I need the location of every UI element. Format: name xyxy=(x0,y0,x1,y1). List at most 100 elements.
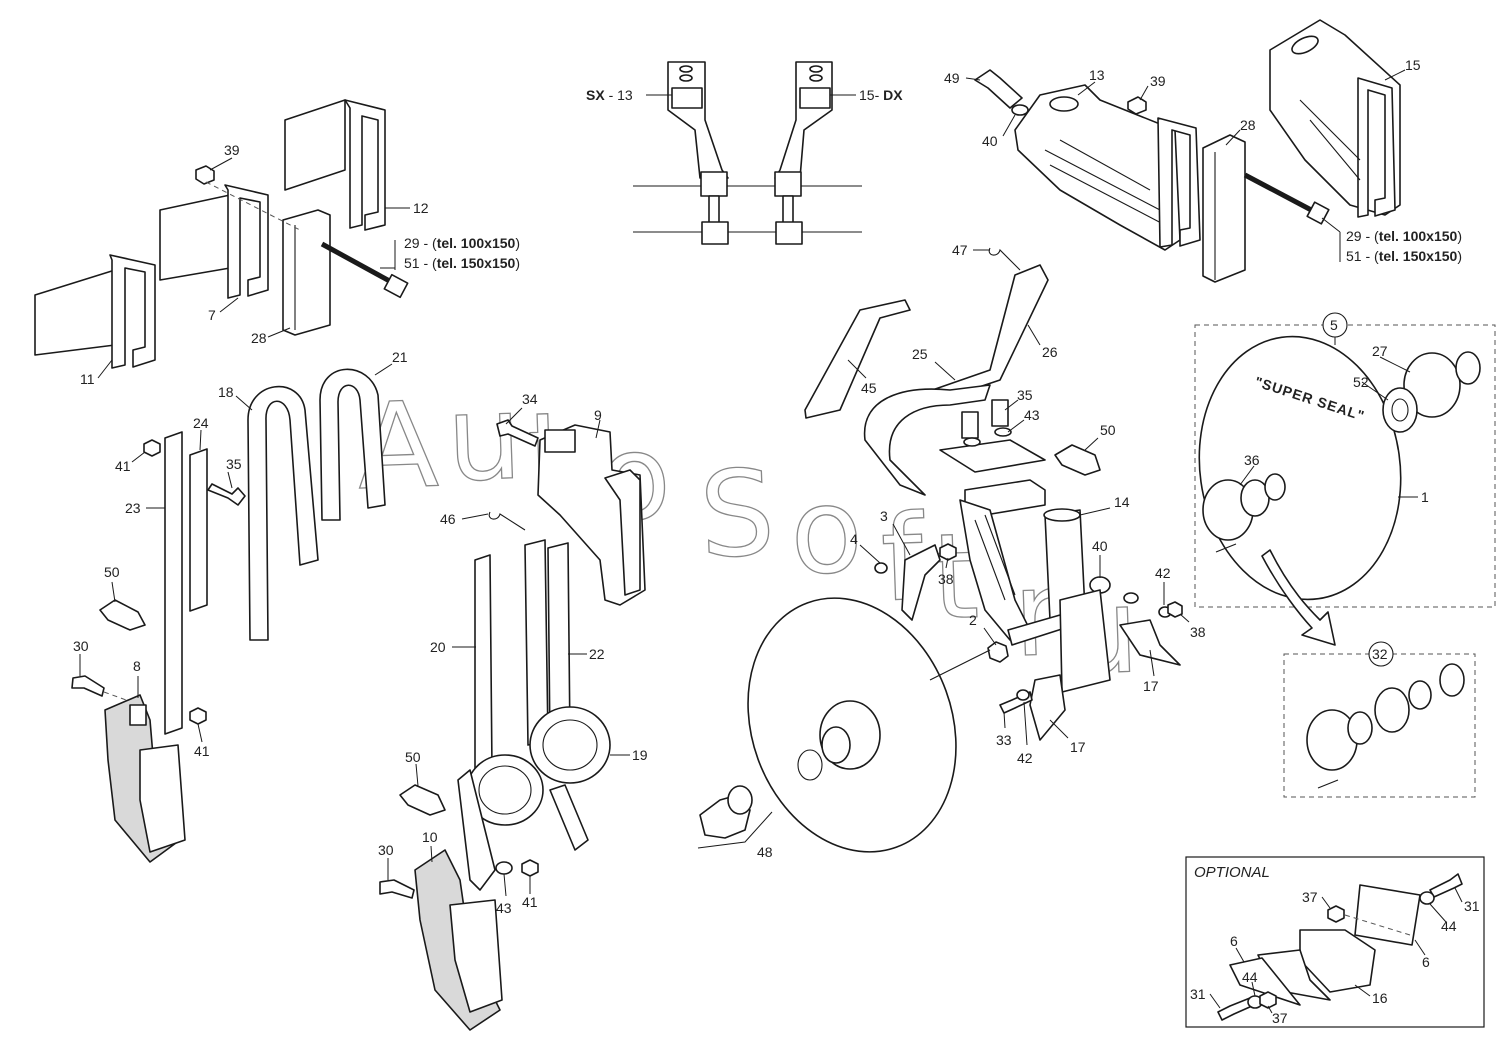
seed-boot-8-tab xyxy=(129,704,147,726)
optional-nut-37-top xyxy=(1327,905,1345,923)
callout-43: 43 xyxy=(496,900,512,916)
washer-42-a xyxy=(1123,592,1139,604)
leader-11 xyxy=(97,359,113,379)
sx-bracket-window xyxy=(671,87,703,109)
sx-label: SX - 13 xyxy=(586,87,633,103)
spring-25 xyxy=(863,384,991,496)
callout-33: 33 xyxy=(996,732,1012,748)
bracket-group-top-left xyxy=(34,99,409,369)
leader-6b xyxy=(1414,939,1426,956)
callout-16: 16 xyxy=(1372,990,1388,1006)
bolt-29-right-shank xyxy=(1243,172,1317,215)
callout-50-center: 50 xyxy=(405,749,421,765)
callout-42: 42 xyxy=(1155,565,1171,581)
callout-14: 14 xyxy=(1114,494,1130,510)
callout-28: 28 xyxy=(251,330,267,346)
callout-35: 35 xyxy=(226,456,242,472)
leader-13b xyxy=(1077,81,1096,96)
part-4-bolt xyxy=(874,562,888,574)
callout-6: 6 xyxy=(1230,933,1238,949)
tine-22-a xyxy=(524,539,549,746)
leader-lines xyxy=(79,69,1463,1014)
part-11-channel xyxy=(109,254,156,369)
optional-box: OPTIONAL xyxy=(1185,856,1485,1028)
snap-ring-32 xyxy=(1439,663,1465,697)
nut-39-left xyxy=(195,165,215,185)
nut-41-top xyxy=(143,439,161,457)
callout-6-right: 6 xyxy=(1422,954,1430,970)
leader-41b xyxy=(197,723,203,743)
tine-22-foot xyxy=(549,784,589,851)
bolt-35-right-a xyxy=(961,411,979,439)
callout-3: 3 xyxy=(880,508,888,524)
tube-14-top xyxy=(1043,508,1081,522)
pin-47 xyxy=(988,247,1021,271)
spec-right-line-2: 51 - (tel. 150x150) xyxy=(1346,248,1462,264)
bracket-group-top-right xyxy=(974,19,1401,283)
watermark-text-s: S xyxy=(697,444,777,585)
callout-37-bottom: 37 xyxy=(1272,1010,1288,1026)
leader-37a xyxy=(1321,896,1331,909)
leader-49 xyxy=(965,77,981,81)
coil-19-right-inner xyxy=(542,719,598,771)
nut-axle-2 xyxy=(987,641,1009,663)
leader-24 xyxy=(199,429,202,451)
optional-plate-6-right xyxy=(1354,884,1421,946)
leader-18 xyxy=(235,395,253,411)
callout-40-right: 40 xyxy=(1092,538,1108,554)
callout-45: 45 xyxy=(861,380,877,396)
part-13-arm xyxy=(1014,84,1181,251)
callout-17: 17 xyxy=(1143,678,1159,694)
part-12-plate xyxy=(284,99,346,191)
ring-32 xyxy=(1408,680,1432,710)
leader-44a xyxy=(1429,903,1447,923)
callout-5: 5 xyxy=(1330,317,1338,333)
bracket-9 xyxy=(537,424,646,606)
part-11-plate xyxy=(34,269,116,356)
disc-opener-assembly xyxy=(697,247,1183,853)
bolt-29-right-head xyxy=(1306,201,1330,225)
leader-7 xyxy=(219,297,239,313)
scraper-17-holder xyxy=(1059,589,1111,693)
ring-36 xyxy=(1264,473,1286,501)
bolt-in-box-5 xyxy=(1215,543,1237,553)
washer-43-right-b xyxy=(994,427,1012,437)
flange-27 xyxy=(1403,352,1461,418)
callout-23: 23 xyxy=(125,500,141,516)
detail-circle-32 xyxy=(1368,641,1394,667)
sx-bolt xyxy=(708,195,720,225)
leader-37b xyxy=(1267,1005,1273,1014)
coil-19-left-inner xyxy=(478,765,532,815)
callout-19: 19 xyxy=(632,747,648,763)
callout-41: 41 xyxy=(115,458,131,474)
seed-boot-8-holder xyxy=(139,744,186,853)
callout-2: 2 xyxy=(969,612,977,628)
callout-50: 50 xyxy=(104,564,120,580)
leader-43b xyxy=(1007,419,1025,433)
callout-30: 30 xyxy=(73,638,89,654)
hub-cap-48-rim xyxy=(727,785,753,815)
dx-bracket-hole-2 xyxy=(809,74,823,82)
leader-38a xyxy=(945,557,949,569)
spec-right-tick xyxy=(1321,217,1341,233)
leader-41a xyxy=(131,451,146,463)
callout-50-right: 50 xyxy=(1100,422,1116,438)
callout-9: 9 xyxy=(594,407,602,423)
part-13-ribs xyxy=(1044,139,1166,226)
opener-frame-ribs xyxy=(974,514,1016,601)
callout-22: 22 xyxy=(589,646,605,662)
optional-nut-37-bottom xyxy=(1259,991,1277,1009)
sx-bracket-hole-1 xyxy=(679,65,693,73)
leader-39b xyxy=(1139,85,1149,101)
part-28-clamp-right xyxy=(1202,134,1246,283)
callout-44: 44 xyxy=(1441,918,1457,934)
leader-27 xyxy=(1379,356,1411,373)
callout-38-right: 38 xyxy=(1190,624,1206,640)
callout-7: 7 xyxy=(208,307,216,323)
callout-31: 31 xyxy=(1464,898,1480,914)
tine-assembly-center xyxy=(379,419,646,1031)
callout-39: 39 xyxy=(224,142,240,158)
callout-52: 52 xyxy=(1353,374,1369,390)
leader-35b xyxy=(1004,399,1019,411)
